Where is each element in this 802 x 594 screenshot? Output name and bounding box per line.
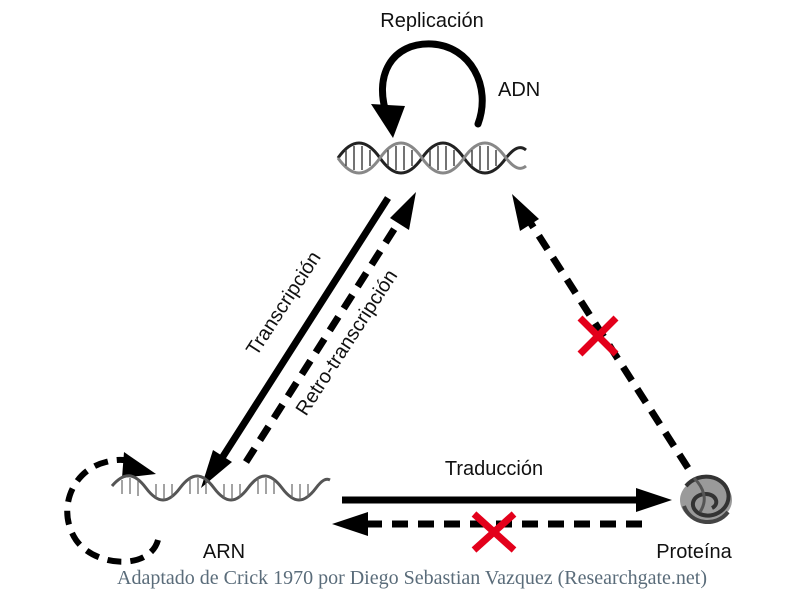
translation-label: Traducción — [445, 458, 543, 480]
replication-arrow — [379, 40, 486, 128]
transcription-arrow — [219, 196, 391, 460]
rna-label: ARN — [203, 541, 245, 563]
rna-strand-icon — [110, 474, 331, 502]
transcription-label: Transcripción — [242, 248, 325, 360]
forbidden-cross-icon — [471, 511, 517, 553]
rna-replication-arrow — [64, 456, 161, 565]
replication-label: Replicación — [380, 10, 483, 32]
reverse-transcription-label: Retro-transcripción — [292, 266, 402, 420]
protein-blob-icon — [680, 474, 732, 525]
protein-to-rna-arrowhead — [332, 512, 368, 536]
dna-label: ADN — [498, 79, 540, 101]
translation-arrowhead — [636, 488, 672, 512]
protein-to-dna-arrowhead — [512, 194, 539, 231]
image-caption: Adaptado de Crick 1970 por Diego Sebasti… — [117, 567, 707, 589]
rna-replication-arrowhead — [122, 452, 156, 478]
forbidden-cross-icon — [577, 315, 619, 357]
dna-helix-icon — [336, 141, 527, 175]
reverse-transcription-arrow — [243, 218, 403, 464]
protein-label: Proteína — [656, 541, 732, 563]
transcription-arrowhead — [201, 450, 232, 488]
protein-to-dna-arrow — [527, 220, 691, 470]
reverse-transcription-arrowhead — [390, 192, 416, 230]
replication-arrowhead — [371, 104, 405, 138]
